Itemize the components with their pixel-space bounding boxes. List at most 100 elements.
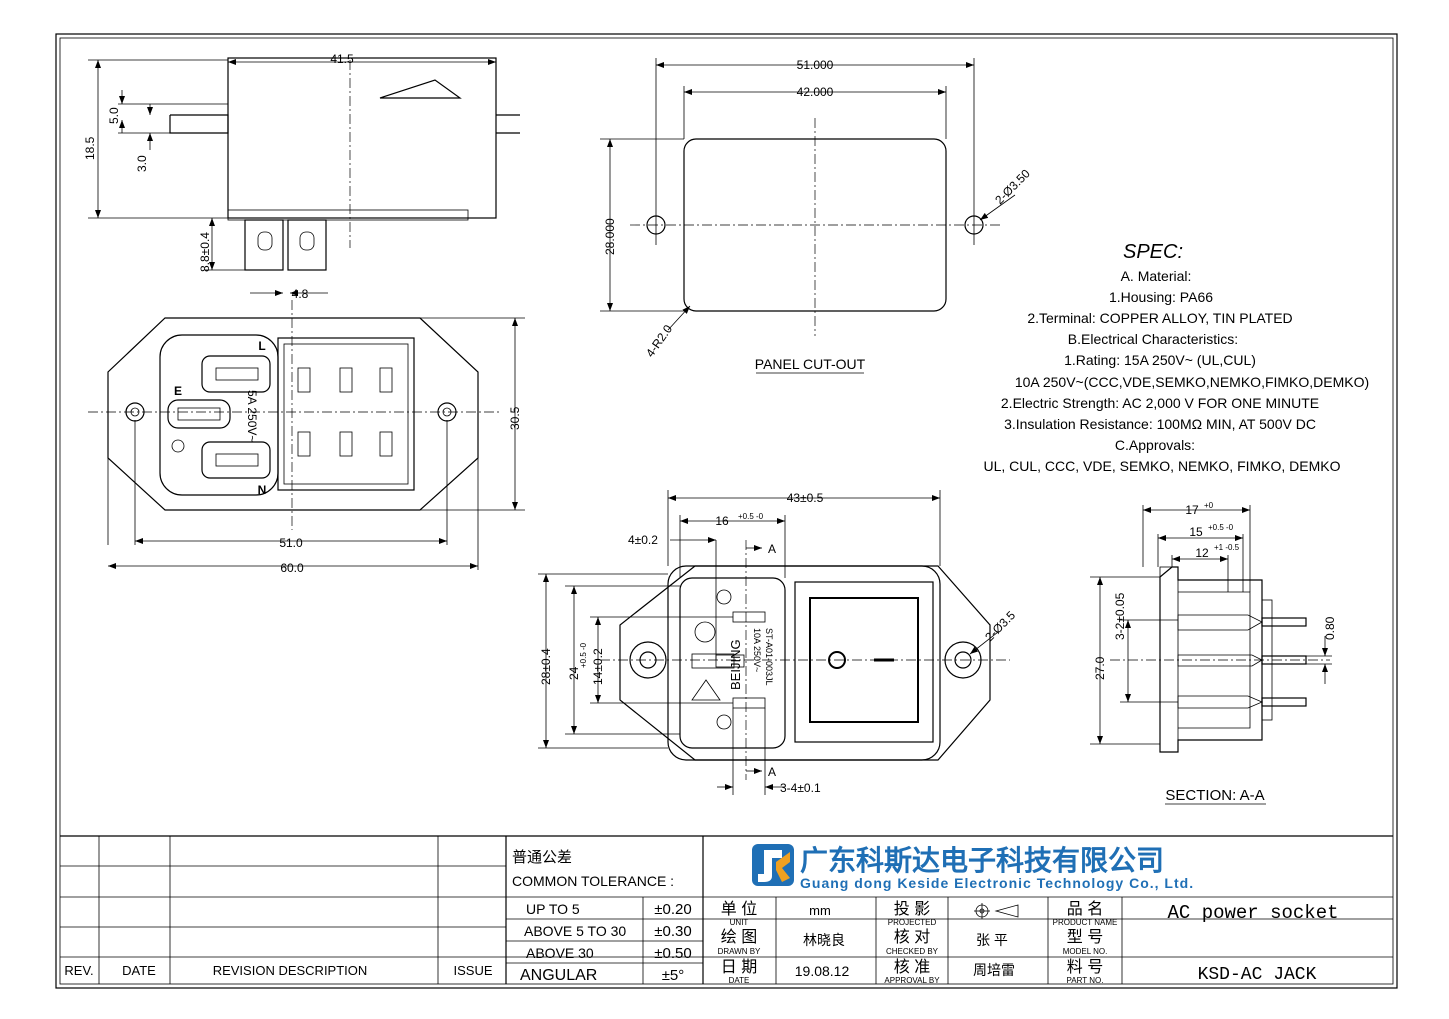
projected-en: PROJECTED: [888, 918, 937, 927]
dim-sec-12-tol: +1 -0.5: [1214, 543, 1240, 552]
dim-top-height: 18.5: [83, 136, 97, 160]
dim-top-width: 41.5: [330, 52, 354, 66]
spec-line-3: B.Electrical Characteristics:: [1068, 331, 1238, 347]
cutout-caption: PANEL CUT-OUT: [755, 356, 866, 372]
drawn-cn: 绘 图: [721, 928, 757, 946]
dim-front-inner: 51.0: [279, 536, 303, 550]
product-cn: 品 名: [1067, 900, 1103, 918]
main-view: ST-A01-003JL 10A 250V~ BEIJING 43±0.5 16…: [538, 490, 1018, 795]
approval-value: 周培雷: [973, 962, 1015, 978]
panel-cutout: 51.000 42.000 28.000 2-Ø3.50 4-R2.0 PANE…: [600, 58, 1033, 374]
tol-range-0: UP TO 5: [526, 901, 580, 917]
spec-line-7: 3.Insulation Resistance: 100MΩ MIN, AT 5…: [1004, 416, 1316, 432]
company-logo: [752, 844, 794, 886]
issue-header: ISSUE: [453, 963, 492, 978]
front-marking: 5A 250V~: [245, 390, 259, 442]
checked-en: CHECKED BY: [886, 947, 939, 956]
section-mark-top: A: [768, 542, 776, 556]
dim-top-flange2: 3.0: [135, 155, 149, 172]
spec-line-0: A. Material:: [1121, 268, 1192, 284]
dim-main-14: 14±0.2: [591, 648, 605, 685]
product-value: AC power socket: [1167, 902, 1338, 924]
dim-front-height: 30.5: [508, 406, 522, 430]
dim-front-outer: 60.0: [280, 561, 304, 575]
model-cn: 型 号: [1067, 928, 1103, 946]
tolerance-en: COMMON TOLERANCE :: [512, 873, 674, 889]
spec-line-2: 2.Terminal: COPPER ALLOY, TIN PLATED: [1027, 310, 1292, 326]
dim-cutout-height: 28.000: [603, 218, 617, 255]
top-view: 41.5 18.5 5.0 3.0 8.8±0.4 4.8: [83, 52, 520, 301]
section-mark-bottom: A: [768, 765, 776, 779]
checked-cn: 核 对: [894, 928, 930, 946]
main-marking-3: BEIJING: [728, 639, 743, 690]
dim-main-16-tol: +0.5 -0: [738, 512, 764, 521]
tol-value-3: ±5°: [662, 967, 685, 984]
front-label-l: L: [258, 339, 265, 353]
dim-cutout-inner: 42.000: [797, 85, 834, 99]
projected-cn: 投 影: [894, 900, 930, 918]
date-header: DATE: [122, 963, 156, 978]
date-value: 19.08.12: [795, 963, 850, 979]
spec-line-6: 2.Electric Strength: AC 2,000 V FOR ONE …: [1001, 395, 1319, 411]
dim-sec-15-tol: +0.5 -0: [1208, 523, 1234, 532]
unit-en: UNIT: [730, 918, 749, 927]
dim-main-16: 16: [715, 514, 729, 528]
drawn-value: 林晓良: [803, 932, 845, 948]
projection-symbol: [974, 903, 1019, 919]
rev-header: REV.: [64, 963, 93, 978]
spec-line-8: C.Approvals:: [1115, 437, 1195, 453]
checked-value: 张 平: [976, 932, 1008, 948]
spec-title: SPEC:: [1123, 241, 1183, 263]
dim-sec-17: 17: [1185, 503, 1199, 517]
section-caption: SECTION: A-A: [1165, 787, 1264, 804]
approval-en: APPROVAL BY: [884, 976, 940, 985]
part-cn: 料 号: [1067, 958, 1103, 976]
company-name-en: Guang dong Keside Electronic Technology …: [800, 875, 1194, 891]
title-block: REV. DATE REVISION DESCRIPTION ISSUE 普通公…: [60, 835, 1393, 985]
dim-main-24: 24: [567, 666, 581, 680]
dim-main-holes: 2-Ø3.5: [982, 608, 1018, 644]
front-label-e: E: [174, 384, 182, 398]
spec-line-9: UL, CUL, CCC, VDE, SEMKO, NEMKO, FIMKO, …: [983, 458, 1340, 474]
main-marking-1: ST-A01-003JL: [764, 628, 774, 686]
tol-range-1: ABOVE 5 TO 30: [524, 923, 626, 939]
dim-cutout-holes: 2-Ø3.50: [992, 166, 1033, 207]
tol-range-2: ABOVE 30: [526, 945, 594, 961]
spec-line-5: 10A 250V~(CCC,VDE,SEMKO,NEMKO,FIMKO,DEMK…: [1015, 374, 1369, 390]
dim-top-flange: 5.0: [107, 107, 121, 124]
drawn-en: DRAWN BY: [718, 947, 761, 956]
front-label-n: N: [258, 483, 267, 497]
dim-sec-27: 27.0: [1093, 656, 1107, 680]
dim-main-4: 4±0.2: [628, 533, 658, 547]
tol-range-3: ANGULAR: [520, 967, 597, 984]
dim-sec-17-tol: +0: [1204, 501, 1214, 510]
tol-value-0: ±0.20: [654, 901, 691, 918]
tol-value-1: ±0.30: [654, 923, 691, 940]
spec-block: SPEC: A. Material: 1.Housing: PA66 2.Ter…: [983, 241, 1369, 474]
date-cn: 日 期: [721, 958, 757, 976]
main-marking-2: 10A 250V~: [752, 628, 762, 672]
part-value: KSD-AC JACK: [1198, 965, 1317, 985]
dim-main-24-tol: +0.5 -0: [579, 642, 588, 668]
part-en: PART NO.: [1067, 976, 1104, 985]
dim-top-terminal: 8.8±0.4: [198, 232, 212, 272]
spec-line-4: 1.Rating: 15A 250V~ (UL,CUL): [1064, 352, 1256, 368]
section-view: 17 +0 15 +0.5 -0 12 +1 -0.5 27.0 3-2±0.0…: [1090, 501, 1337, 805]
tol-value-2: ±0.50: [654, 945, 691, 962]
dim-cutout-radius: 4-R2.0: [643, 322, 675, 360]
dim-main-width: 43±0.5: [787, 491, 824, 505]
front-view: E L N 5A 250V~ 51.0 60.0 30.5: [88, 300, 525, 575]
dim-sec-15: 15: [1189, 525, 1203, 539]
dim-main-28: 28±0.4: [539, 648, 553, 685]
dim-sec-12: 12: [1195, 546, 1209, 560]
spec-line-1: 1.Housing: PA66: [1109, 289, 1213, 305]
company-name-cn: 广东科斯达电子科技有限公司: [800, 844, 1164, 876]
dim-cutout-outer: 51.000: [797, 58, 834, 72]
unit-value: mm: [809, 903, 831, 918]
desc-header: REVISION DESCRIPTION: [213, 963, 368, 978]
model-en: MODEL NO.: [1063, 947, 1108, 956]
dim-sec-pins: 3-2±0.05: [1113, 592, 1127, 640]
dim-sec-pin-t: 0.80: [1323, 616, 1337, 640]
date-en: DATE: [729, 976, 750, 985]
